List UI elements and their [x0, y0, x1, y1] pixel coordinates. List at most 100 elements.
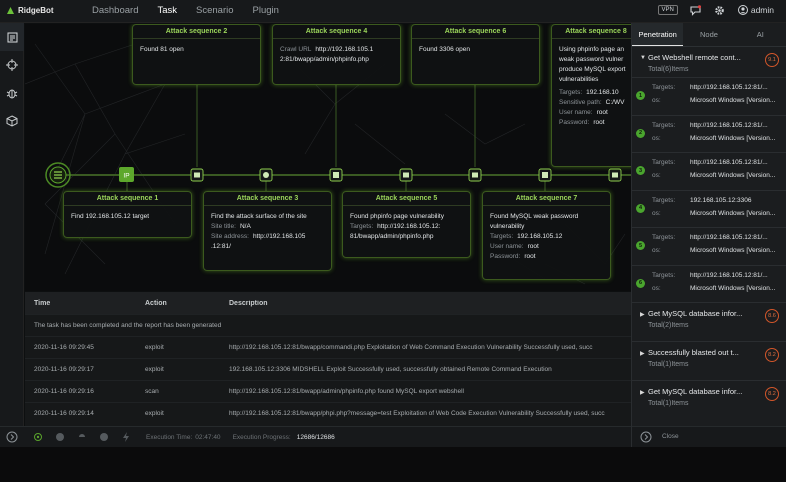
close-label[interactable]: Close: [662, 433, 679, 440]
task-log-table: Time Action Description The task has bee…: [25, 292, 631, 426]
status-bar: Execution Time: 02:47:40 Execution Progr…: [0, 426, 786, 447]
table-row[interactable]: 2020-11-16 09:29:14 exploit http://192.1…: [25, 402, 631, 424]
card-title: Attack sequence 3: [204, 192, 331, 206]
app-logo[interactable]: RidgeBot: [6, 6, 54, 15]
card-line: .12:81/: [211, 243, 231, 250]
rail-target-button[interactable]: [0, 51, 24, 79]
status-node-icon[interactable]: [72, 432, 92, 442]
table-row[interactable]: 2020-11-16 09:29:45 exploit http://192.1…: [25, 336, 631, 358]
targets-label: Targets:: [652, 159, 676, 166]
list-item[interactable]: 3 Targets:http://192.168.105.12:81/... o…: [632, 152, 786, 190]
card-line: weak password vulner: [559, 56, 624, 63]
list-item[interactable]: 4 Targets:192.168.105.12:3306 os:Microso…: [632, 189, 786, 228]
expand-left-button[interactable]: [2, 431, 22, 443]
log-notice-row: The task has been completed and the repo…: [25, 314, 631, 336]
bug-icon: [6, 89, 18, 99]
rail-cube-button[interactable]: [0, 107, 24, 135]
result-group-webshell[interactable]: ▼ Get Webshell remote cont... Total(6)It…: [632, 47, 786, 77]
status-bolt-icon[interactable]: [116, 432, 136, 442]
card-value: C:/WV: [605, 99, 625, 106]
attack-path-canvas[interactable]: IP Attack sequence 2 Found 81 open Attac…: [25, 24, 631, 291]
list-item[interactable]: 1 Targets:http://192.168.105.12:81/... o…: [632, 77, 786, 115]
item-os: Microsoft Windows [Version...: [690, 209, 776, 217]
attack-sequence-7-card[interactable]: Attack sequence 7 Found MySQL weak passw…: [482, 191, 611, 280]
card-label: User name:: [490, 243, 524, 250]
result-group-blasted[interactable]: ▶ Successfully blasted out t... Total(1)…: [632, 341, 786, 380]
card-label: Site address:: [211, 233, 249, 240]
user-menu[interactable]: admin: [737, 5, 774, 15]
card-value: 192.168.105.12: [517, 233, 563, 240]
cube-icon: [6, 115, 18, 127]
log-description: 192.168.105.12:3306 MIDSHELL Exploit Suc…: [229, 366, 552, 373]
table-row[interactable]: 2020-11-16 09:29:17 exploit 192.168.105.…: [25, 358, 631, 380]
result-group-title: Successfully blasted out t...: [648, 348, 739, 357]
list-item[interactable]: 2 Targets:http://192.168.105.12:81/... o…: [632, 114, 786, 153]
nav-plugin[interactable]: Plugin: [252, 5, 279, 16]
caret-right-icon: ▶: [640, 351, 645, 357]
card-label: User name:: [559, 109, 593, 116]
card-label: Password:: [490, 253, 521, 260]
nav-scenario[interactable]: Scenario: [196, 5, 234, 16]
item-number: 6: [636, 278, 645, 288]
timeline-start-node[interactable]: [45, 162, 71, 188]
log-header-time[interactable]: Time: [34, 299, 51, 307]
top-bar: RidgeBot Dashboard Task Scenario Plugin …: [0, 0, 786, 23]
attack-timeline: IP: [45, 84, 631, 192]
nav-dashboard[interactable]: Dashboard: [92, 5, 139, 16]
card-label: Sensitive path:: [559, 99, 602, 106]
execution-time-value: 02:47:40: [195, 433, 221, 441]
log-header-row: Time Action Description: [25, 292, 631, 314]
item-number: 3: [636, 166, 645, 175]
log-header-action[interactable]: Action: [145, 299, 167, 307]
card-value: N/A: [239, 223, 251, 230]
table-row[interactable]: 2020-11-16 09:29:16 scan http://192.168.…: [25, 380, 631, 402]
os-label: os:: [652, 209, 661, 217]
rail-task-list-button[interactable]: [0, 23, 24, 51]
card-label: Targets:: [350, 223, 374, 230]
card-line: Found 3306 open: [419, 46, 470, 53]
nav-task[interactable]: Task: [157, 5, 178, 16]
result-group-mysql-1[interactable]: ▶ Get MySQL database infor... Total(2)It…: [632, 302, 786, 341]
targets-label: Targets:: [652, 121, 676, 129]
item-os: Microsoft Windows [Version...: [690, 172, 776, 179]
card-label: Crawl URL: [280, 46, 312, 53]
list-item[interactable]: 5 Targets:http://192.168.105.12:81/... o…: [632, 227, 786, 265]
chevron-right-circle-icon: [6, 431, 18, 443]
chevron-right-circle-icon: [640, 431, 652, 442]
status-chart-icon[interactable]: [50, 432, 70, 442]
timeline-ip-node[interactable]: IP: [119, 167, 134, 182]
log-header-description[interactable]: Description: [229, 299, 268, 307]
card-line: Find 192.168.105.12 target: [71, 213, 150, 220]
attack-sequence-6-card[interactable]: Attack sequence 6 Found 3306 open: [411, 24, 540, 85]
risk-score-badge: 8.2: [765, 348, 779, 362]
result-group-mysql-2[interactable]: ▶ Get MySQL database infor... Total(1)It…: [632, 380, 786, 419]
targets-label: Targets:: [652, 271, 676, 279]
attack-sequence-5-card[interactable]: Attack sequence 5 Found phpinfo page vul…: [342, 191, 471, 258]
item-targets: http://192.168.105.12:81/...: [690, 84, 768, 91]
close-panel-button[interactable]: [636, 431, 656, 443]
status-target-icon[interactable]: [28, 432, 48, 442]
rail-bug-button[interactable]: [0, 79, 24, 107]
card-line: 2:81/bwapp/admin/phpinfo.php: [280, 56, 369, 63]
result-group-total: Total(1)Items: [648, 400, 689, 407]
card-line: Password:root: [559, 118, 631, 128]
tab-node[interactable]: Node: [700, 30, 718, 39]
attack-sequence-1-card[interactable]: Attack sequence 1 Find 192.168.105.12 ta…: [63, 191, 192, 238]
vpn-badge[interactable]: VPN: [657, 5, 678, 15]
card-line: Found phpinfo page vulnerability: [350, 213, 444, 220]
status-cloud-icon[interactable]: [94, 432, 114, 442]
tab-penetration[interactable]: Penetration: [632, 23, 684, 46]
card-line: vulnerabilities: [559, 76, 599, 83]
attack-sequence-2-card[interactable]: Attack sequence 2 Found 81 open: [132, 24, 261, 85]
attack-sequence-3-card[interactable]: Attack sequence 3 Find the attack surfac…: [203, 191, 332, 271]
tab-ai[interactable]: AI: [756, 30, 764, 39]
log-action: scan: [145, 388, 159, 395]
os-label: os:: [652, 172, 661, 179]
notification-icon[interactable]: [690, 4, 702, 16]
list-item[interactable]: 6 Targets:http://192.168.105.12:81/... o…: [632, 264, 786, 303]
card-value: root: [524, 253, 536, 260]
gear-icon[interactable]: [714, 4, 726, 16]
card-value: root: [596, 109, 608, 116]
attack-sequence-8-card[interactable]: Attack sequence 8 Using phpinfo page an …: [551, 24, 631, 167]
